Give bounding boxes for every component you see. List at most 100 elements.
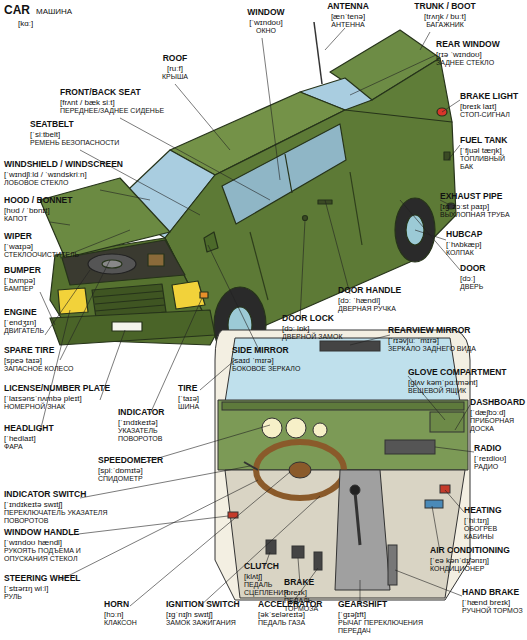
dashboard-inset-part: [385, 440, 435, 454]
part-name: HORN: [104, 600, 160, 610]
russian-name: БАГАЖНИК: [400, 21, 490, 29]
part-label: WINDOW HANDLE[ˈwɪndoʊ hændl]РУКОЯТЬ ПОДЪ…: [4, 528, 124, 563]
russian-name: ОКНО: [236, 27, 296, 35]
transcription: [rɪə ˈwɪndoʊ]: [436, 50, 526, 59]
transcription: [ˈfjuəl tæŋk]: [460, 146, 520, 155]
russian-name: ЗАДНЕЕ СТЕКЛО: [436, 59, 526, 67]
part-name: CLUTCH: [244, 562, 294, 572]
russian-name: ШИНА: [178, 403, 228, 411]
part-label: WINDSHIELD / WINDSCREEN[ˈwɪndʃiːld / ˈwɪ…: [4, 160, 134, 187]
russian-name: ПЕРЕКЛЮЧАТЕЛЬ УКАЗАТЕЛЯ ПОВОРОТОВ: [4, 509, 124, 525]
part-name: IGNITION SWITCH: [166, 600, 256, 610]
russian-name: ВЕЩЕВОЙ ЯЩИК: [408, 387, 526, 395]
transcription: [ˈrɪəvjuː ˈmɪrə]: [388, 336, 524, 345]
transcription: [speə taɪə]: [4, 356, 94, 365]
part-label: INDICATOR SWITCH[ˈɪndɪkeɪtə swɪtʃ]ПЕРЕКЛ…: [4, 490, 124, 525]
part-label: DOOR HANDLE[dɔː ˈhændl]ДВЕРНАЯ РУЧКА: [338, 286, 418, 313]
car-body-part: [165, 110, 456, 336]
transcription: [ˈɪndɪkeɪtə swɪtʃ]: [4, 500, 124, 509]
part-name: BUMPER: [4, 266, 64, 276]
transcription: [ɪɡˈzɔːst paɪp]: [440, 202, 526, 211]
part-label: SEATBELT[ˈsiːtbelt]РЕМЕНЬ БЕЗОПАСНОСТИ: [30, 120, 130, 147]
russian-name: ЗАМОК ЗАЖИГАНИЯ: [166, 619, 256, 627]
russian-name: КАПОТ: [4, 215, 84, 223]
part-label: HAND BRAKE[ˈhænd breɪk]РУЧНОЙ ТОРМОЗ: [462, 588, 526, 615]
part-name: SEATBELT: [30, 120, 130, 130]
transcription: [ˈreɪdioʊ]: [474, 454, 524, 463]
part-name: HUBCAP: [446, 230, 516, 240]
part-label: FUEL TANK[ˈfjuəl tæŋk]ТОПЛИВНЫЙ БАК: [460, 136, 520, 171]
part-name: STEERING WHEEL: [4, 574, 94, 584]
russian-name: РЫЧАГ ПЕРЕКЛЮЧЕНИЯ ПЕРЕДАЧ: [338, 619, 434, 635]
part-label: WINDOW[ˈwɪndoʊ]ОКНО: [236, 8, 296, 35]
transcription: [ˈtaɪə]: [178, 394, 228, 403]
russian-name: ПЕДАЛЬ ГАЗА: [258, 619, 338, 627]
transcription: [əkˈseləreɪtə]: [258, 610, 338, 619]
car-body-part: [350, 172, 362, 245]
transcription: [saɪd ˈmɪrə]: [232, 356, 312, 365]
car-body-part: [112, 322, 142, 331]
diagram-title: CAR: [4, 4, 30, 17]
transcription: [ˈɪndɪkeɪtə]: [118, 418, 198, 427]
car-body: [40, 22, 456, 363]
part-label: GLOVE COMPARTMENT[ɡlʌv kəmˈpɑːtmənt]ВЕЩЕ…: [408, 368, 526, 395]
russian-name: ПЕРЕДНЕЕ/ЗАДНЕЕ СИДЕНЬЕ: [60, 107, 180, 115]
car-body-part: [285, 154, 292, 193]
part-label: REAR WINDOW[rɪə ˈwɪndoʊ]ЗАДНЕЕ СТЕКЛО: [436, 40, 526, 67]
part-name: ANTENNA: [318, 2, 378, 12]
part-name: TRUNK / BOOT: [400, 2, 490, 12]
russian-name: БАМПЕР: [4, 285, 64, 293]
part-label: HORN[hɔːn]КЛАКСОН: [104, 600, 160, 627]
transcription: [ˈwɪndoʊ hændl]: [4, 538, 124, 547]
part-label: DOOR LOCK[dɔː lɒk]ДВЕРНОЙ ЗАМОК: [282, 314, 362, 341]
part-label: BRAKE LIGHT[breɪk laɪt]СТОП-СИГНАЛ: [460, 92, 526, 119]
part-name: DOOR LOCK: [282, 314, 362, 324]
part-label: ANTENNA[ænˈtenə]АНТЕННА: [318, 2, 378, 29]
part-name: SPEEDOMETER: [98, 456, 188, 466]
transcription: [ˈwɪndʃiːld / ˈwɪndskriːn]: [4, 170, 134, 179]
russian-name: НОМЕРНОЙ ЗНАК: [4, 403, 124, 411]
transcription: [hʊd / ˈbɒnɪt]: [4, 206, 84, 215]
part-name: GLOVE COMPARTMENT: [408, 368, 526, 378]
dashboard-inset-part: [388, 545, 397, 585]
part-name: BRAKE: [284, 578, 334, 588]
part-name: SPARE TIRE: [4, 346, 94, 356]
part-label: HEATING[ˈhiːtɪŋ]ОБОГРЕВ КАБИНЫ: [464, 506, 526, 541]
part-label: AIR CONDITIONING[ˈeə kənˈdɪʃənɪŋ]КОНДИЦИ…: [430, 546, 526, 573]
russian-name: РАДИО: [474, 463, 524, 471]
russian-name: ЛОБОВОЕ СТЕКЛО: [4, 179, 134, 187]
car-body-part: [62, 240, 185, 285]
part-name: INDICATOR SWITCH: [4, 490, 124, 500]
part-name: TIRE: [178, 384, 228, 394]
car-body-part: [303, 216, 308, 221]
part-name: GEARSHIFT: [338, 600, 434, 610]
dashboard-inset-part: [355, 492, 360, 545]
part-label: REARVIEW MIRROR[ˈrɪəvjuː ˈmɪrə]ЗЕРКАЛО З…: [388, 326, 524, 353]
russian-name: РУЛЬ: [4, 593, 94, 601]
russian-name: ДВЕРНОЙ ЗАМОК: [282, 333, 362, 341]
part-name: LICENSE/NUMBER PLATE: [4, 384, 124, 394]
part-name: FRONT/BACK SEAT: [60, 88, 180, 98]
russian-name: КОНДИЦИОНЕР: [430, 565, 526, 573]
russian-name: ЗЕРКАЛО ЗАДНЕГО ВИДА: [388, 345, 524, 353]
dashboard-inset-part: [440, 485, 450, 493]
part-label: TIRE[ˈtaɪə]ШИНА: [178, 384, 228, 411]
part-name: HOOD / BONNET: [4, 196, 84, 206]
transcription: [ɡlʌv kəmˈpɑːtmənt]: [408, 378, 526, 387]
part-name: DASHBOARD: [470, 398, 526, 408]
dashboard-inset-part: [225, 470, 465, 598]
dashboard-inset-part: [425, 500, 443, 508]
transcription: [breɪk]: [284, 588, 334, 597]
part-label: IGNITION SWITCH[ɪɡˈnɪʃn swɪtʃ]ЗАМОК ЗАЖИ…: [166, 600, 256, 627]
part-name: EXHAUST PIPE: [440, 192, 526, 202]
transcription: [frʌnt / bæk siːt]: [60, 98, 180, 107]
title-subtext: [kɑː]: [18, 19, 33, 28]
dashboard-inset-part: [289, 462, 311, 478]
russian-name: РУКОЯТЬ ПОДЪЕМА И ОПУСКАНИЯ СТЕКОЛ: [4, 547, 124, 563]
part-label: STEERING WHEEL[ˈstɪərɪŋ wiːl]РУЛЬ: [4, 574, 94, 601]
car-body-part: [200, 292, 208, 298]
car-body-part: [95, 305, 165, 311]
part-label: ENGINE[ˈendʒɪn]ДВИГАТЕЛЬ: [4, 308, 64, 335]
russian-name: ЗАПАСНОЕ КОЛЕСО: [4, 365, 94, 373]
russian-name: СТЕКЛООЧИСТИТЕЛЬ: [4, 251, 94, 259]
